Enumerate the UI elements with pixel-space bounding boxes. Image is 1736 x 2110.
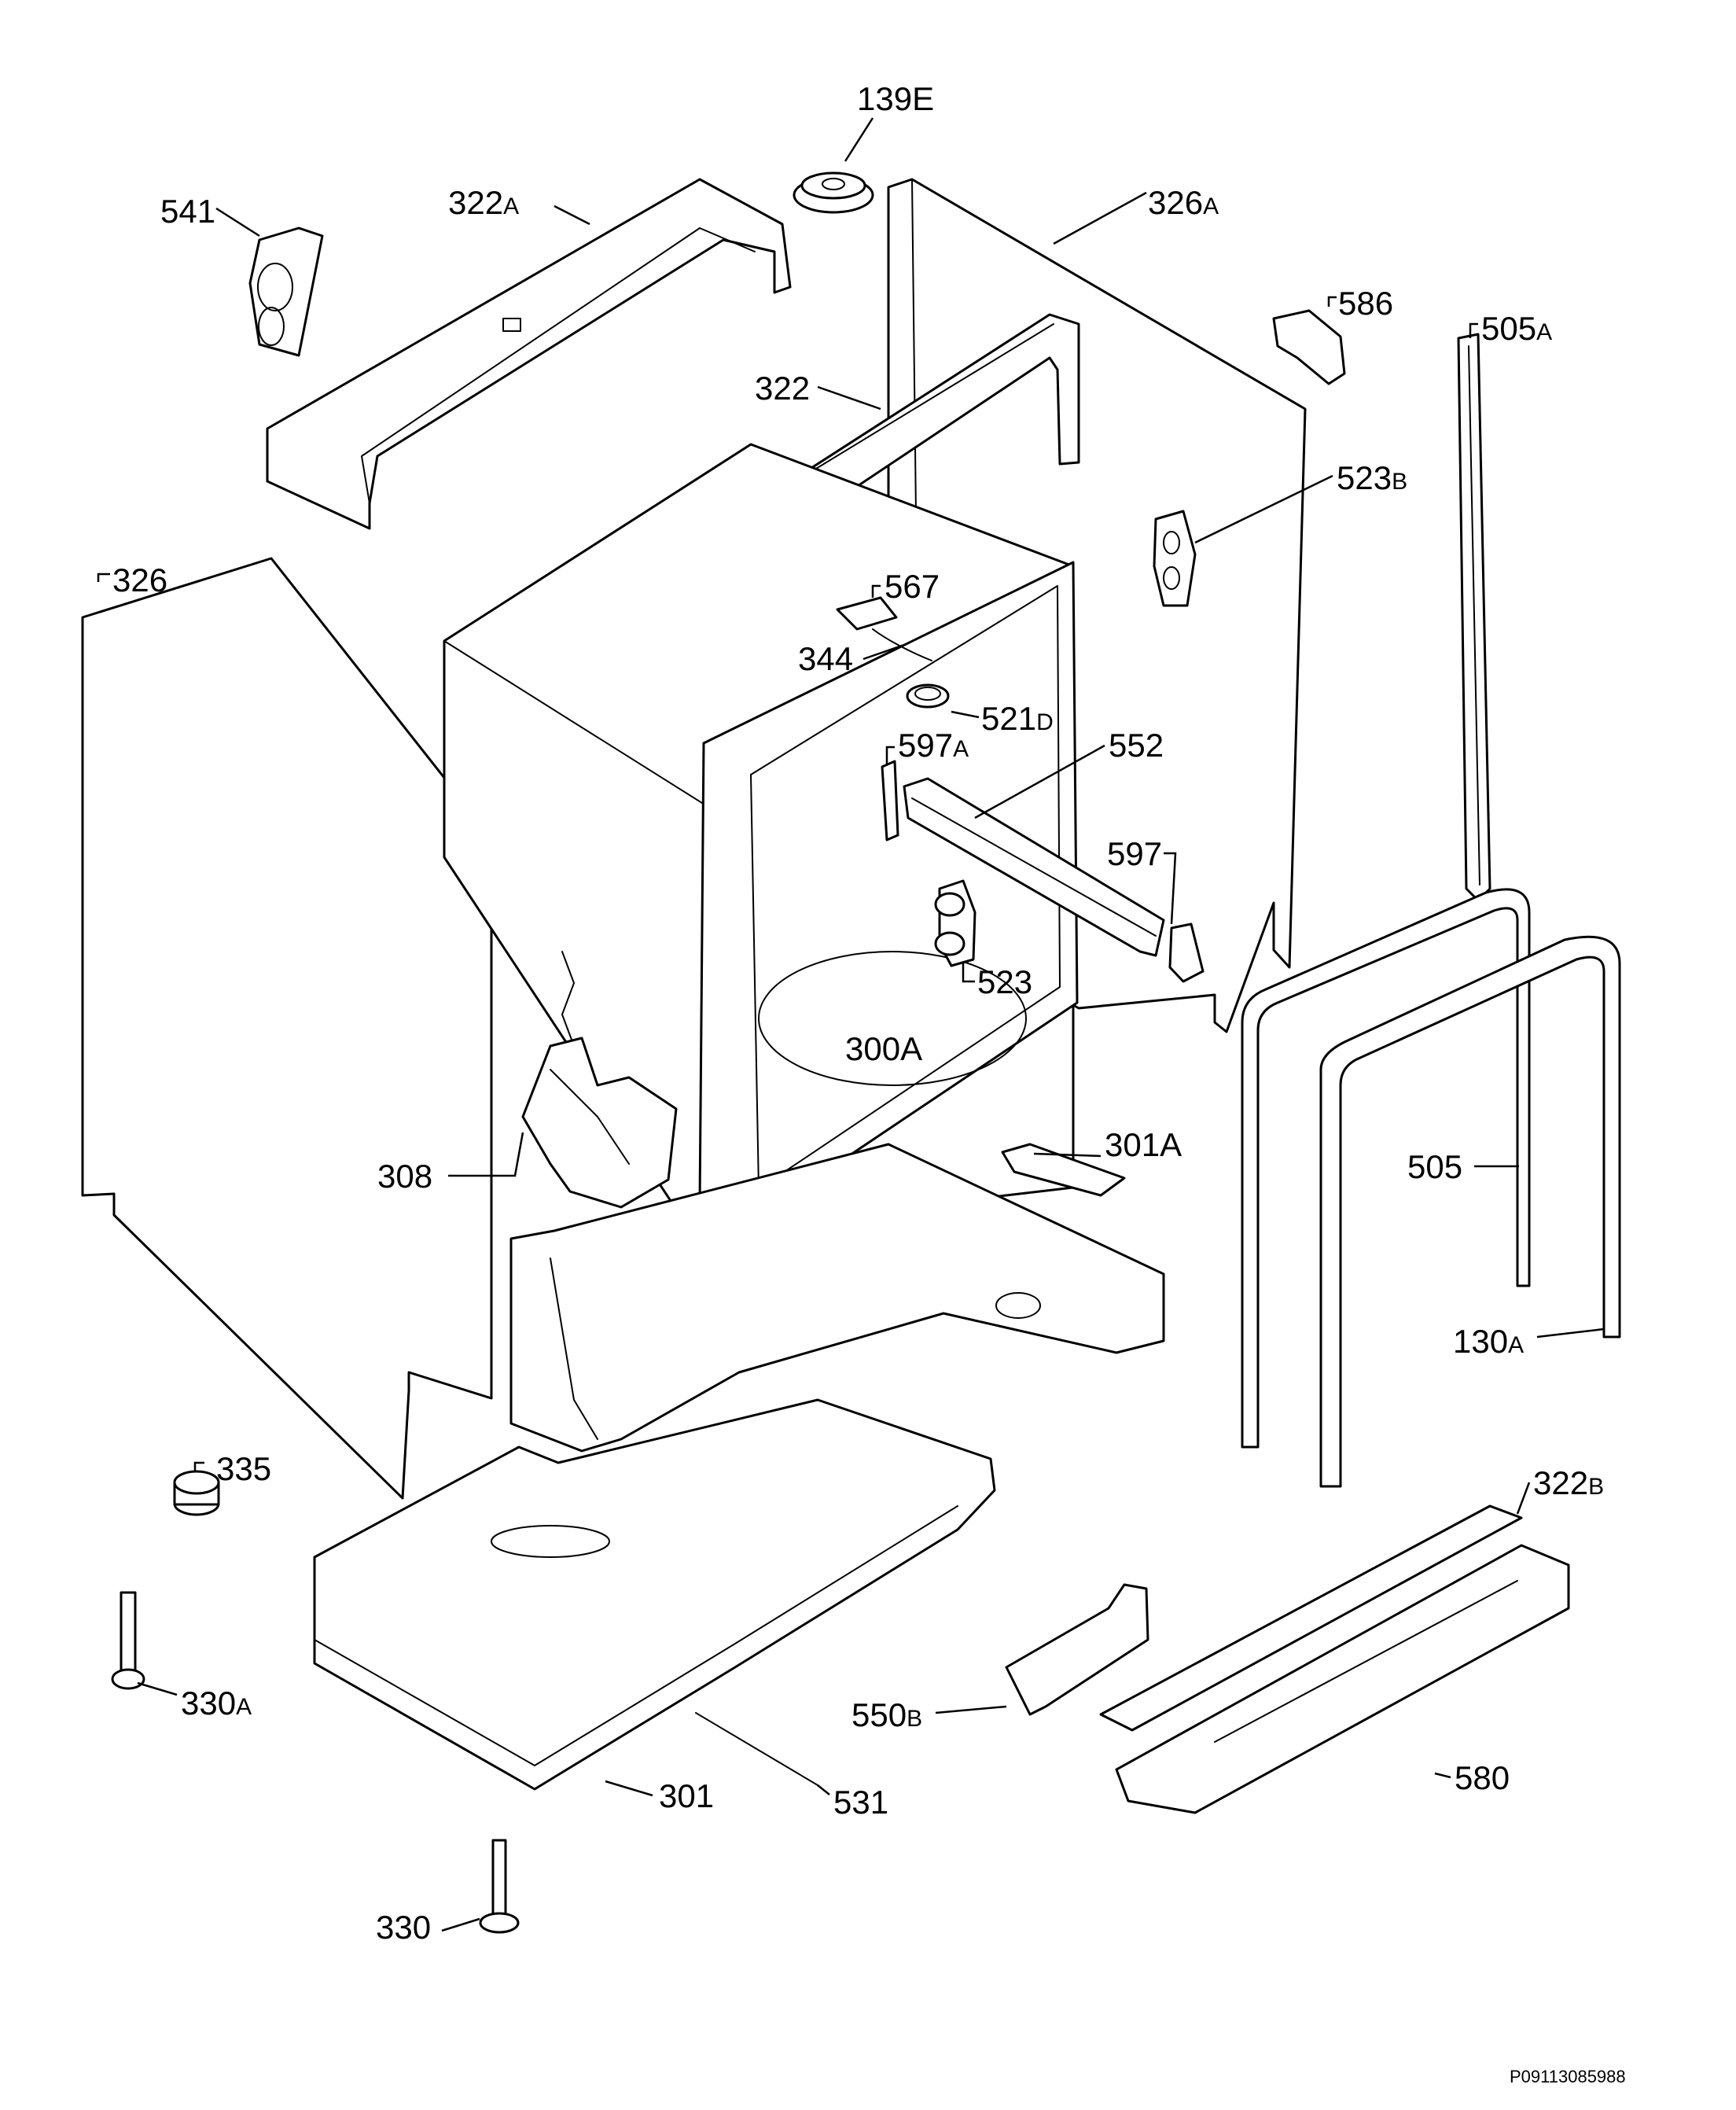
part-580-kickplate [1115, 1544, 1570, 1814]
part-567-clip [836, 596, 898, 631]
part-322B-rail [1099, 1504, 1523, 1732]
part-326-side-panel [81, 557, 493, 1500]
label-597: 597 [1107, 835, 1162, 872]
part-301-base-pan [313, 1398, 996, 1791]
part-139E-nut [793, 171, 874, 214]
label-531: 531 [833, 1784, 888, 1821]
part-330A-screw [111, 1591, 145, 1690]
label-130A: 130A [1453, 1323, 1524, 1360]
label-552: 552 [1109, 727, 1164, 764]
diagram-code: P09113085988 [1510, 2067, 1626, 2086]
label-523B: 523B [1337, 459, 1407, 496]
part-300A-tub-front [698, 561, 1079, 1228]
part-550B-bracket [1005, 1583, 1149, 1716]
part-597-clip [1168, 922, 1205, 983]
label-300A: 300A [845, 1030, 922, 1067]
label-301: 301 [659, 1777, 714, 1814]
label-322: 322 [755, 370, 810, 407]
label-541: 541 [160, 193, 215, 230]
part-130A-gasket [1319, 935, 1621, 1488]
label-301A: 301A [1105, 1126, 1182, 1163]
leader-lines [97, 117, 1605, 1932]
label-505A: 505A [1481, 310, 1552, 347]
part-523B-grommet [1153, 510, 1197, 607]
part-308-hinge [521, 951, 678, 1209]
label-326: 326 [112, 562, 167, 598]
part-586-clip [1272, 309, 1346, 385]
part-505A-strip [1457, 333, 1491, 902]
label-322A: 322A [448, 184, 519, 221]
part-597A-clip [881, 760, 899, 841]
label-550B: 550B [851, 1696, 922, 1733]
part-labels: 139E 541 322A 326A 586 505A 322 523B 326… [112, 80, 1604, 1946]
part-521D-ring [906, 683, 950, 709]
part-322A-top-rail [266, 178, 792, 530]
label-308: 308 [377, 1158, 432, 1195]
part-301A-cover [1001, 1143, 1126, 1197]
label-586: 586 [1338, 285, 1393, 322]
label-505: 505 [1407, 1148, 1462, 1185]
label-523: 523 [977, 963, 1032, 1000]
label-335: 335 [216, 1450, 271, 1487]
part-330-screw [479, 1839, 520, 1934]
part-523-grommet [934, 879, 977, 967]
label-344: 344 [798, 640, 853, 677]
part-335-nut [173, 1470, 220, 1516]
label-567: 567 [885, 568, 940, 605]
label-326A: 326A [1148, 184, 1219, 221]
part-505-gasket [1241, 888, 1531, 1449]
part-552-rail [903, 777, 1165, 957]
part-541-bracket [248, 226, 324, 357]
label-580: 580 [1455, 1759, 1510, 1796]
label-322B: 322B [1533, 1464, 1604, 1501]
label-139E: 139E [857, 80, 934, 117]
label-330: 330 [376, 1909, 431, 1946]
label-521D: 521D [981, 700, 1054, 737]
part-531-pin [695, 1712, 818, 1786]
label-597A: 597A [898, 727, 969, 764]
label-330A: 330A [181, 1685, 252, 1722]
part-base-frame [509, 1143, 1165, 1453]
